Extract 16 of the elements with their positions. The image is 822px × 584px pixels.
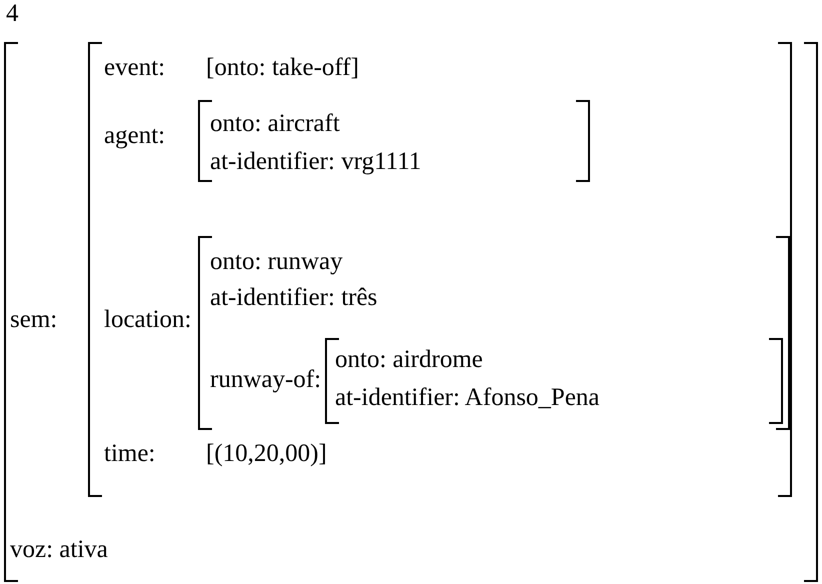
feature-value: [onto: take-off] [206,54,359,82]
feature-value: voz: ativa [10,536,108,564]
feature-value: at-identifier: Afonso_Pena [335,384,600,412]
feature-name: event: [104,54,166,82]
feature-value: at-identifier: vrg1111 [210,148,422,176]
feature-value: onto: runway [210,248,343,276]
feature-name: runway-of: [210,366,322,394]
feature-name: agent: [104,122,166,150]
feature-name: sem: [10,306,58,334]
feature-name: time: [104,440,156,468]
feature-value: at-identifier: três [210,284,378,312]
feature-value: onto: airdrome [335,346,483,374]
feature-value: [(10,20,00)] [206,440,327,468]
tag-number: 4 [6,0,18,28]
feature-name: location: [104,306,192,334]
feature-value: onto: aircraft [210,110,340,138]
